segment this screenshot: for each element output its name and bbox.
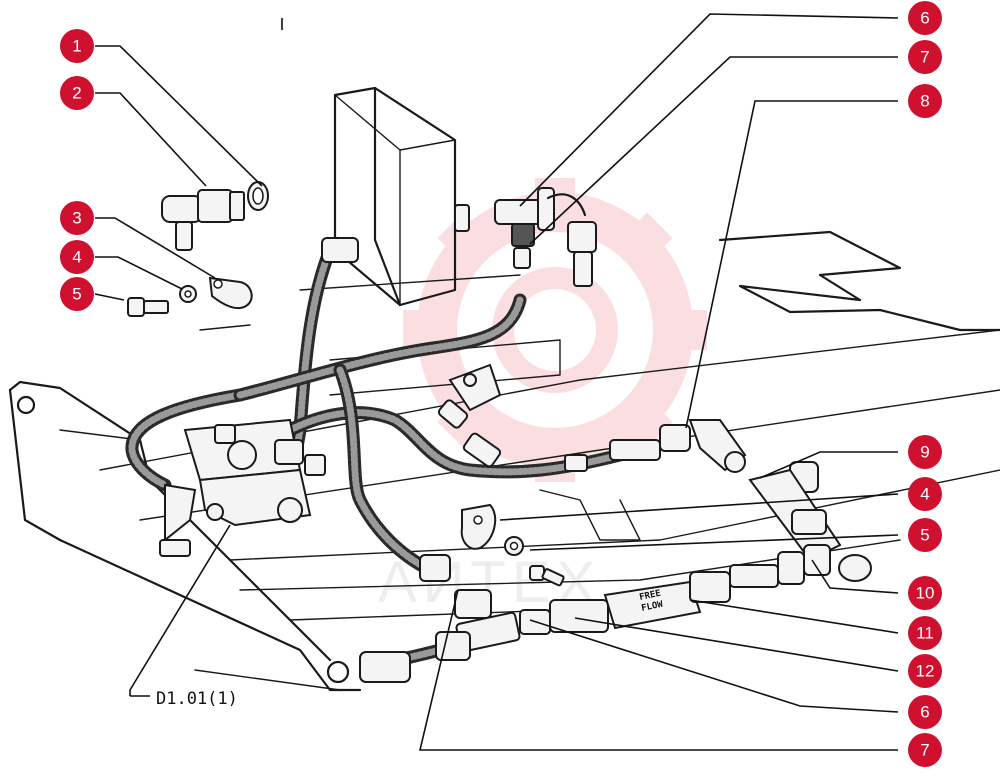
callout-6-bottom: 6 <box>908 695 942 729</box>
lower-bolt <box>529 565 565 587</box>
callout-5-right-label: 5 <box>920 526 929 545</box>
leader-lines <box>94 13 899 751</box>
bolt <box>127 297 169 317</box>
callout-11: 11 <box>908 616 942 650</box>
callout-4-left-label: 4 <box>72 248 81 267</box>
callout-12-label: 12 <box>916 662 935 681</box>
callout-4-right: 4 <box>908 477 942 511</box>
elbow-fitting <box>161 189 245 251</box>
callout-8: 8 <box>908 84 942 118</box>
check-valve-line: FREE FLOW <box>359 544 831 683</box>
callout-1: 1 <box>60 29 94 63</box>
callout-5-left-label: 5 <box>72 285 81 304</box>
callout-2-label: 2 <box>72 84 81 103</box>
lower-clamp <box>460 503 497 550</box>
callout-11-label: 11 <box>916 624 934 643</box>
callout-9: 9 <box>908 435 942 469</box>
callout-7-top: 7 <box>908 40 942 74</box>
callout-3: 3 <box>60 201 94 235</box>
diagram-reference-code: D1.01(1) <box>156 689 238 709</box>
callout-4-left: 4 <box>60 240 94 274</box>
sealing-washer <box>247 181 269 211</box>
callout-3-label: 3 <box>72 209 81 228</box>
callout-6-bottom-label: 6 <box>920 703 929 722</box>
callout-10: 10 <box>908 576 942 610</box>
flow-direction-label-top: FREE <box>639 589 662 603</box>
callout-6-top: 6 <box>908 1 942 35</box>
callout-6-top-label: 6 <box>920 9 929 28</box>
flat-washer <box>179 285 197 303</box>
callout-4-right-label: 4 <box>920 485 929 504</box>
callout-12: 12 <box>908 654 942 688</box>
callout-7-top-label: 7 <box>920 48 929 67</box>
upper-tee-fitting <box>321 187 597 287</box>
lower-elbow-fitting <box>564 419 747 473</box>
hose-clamp <box>208 276 253 310</box>
callout-5-left: 5 <box>60 277 94 311</box>
callout-7-bottom: 7 <box>908 733 942 767</box>
callout-8-label: 8 <box>920 92 929 111</box>
lower-washer <box>504 536 524 556</box>
callout-5-right: 5 <box>908 518 942 552</box>
callout-10-label: 10 <box>916 584 935 603</box>
callout-1-label: 1 <box>72 37 81 56</box>
tee-fitting-cluster <box>437 363 502 468</box>
callout-2: 2 <box>60 76 94 110</box>
callout-9-label: 9 <box>920 443 929 462</box>
flow-direction-label-bottom: FLOW <box>641 600 665 614</box>
callout-7-bottom-label: 7 <box>920 741 929 760</box>
valve-block <box>159 418 326 557</box>
